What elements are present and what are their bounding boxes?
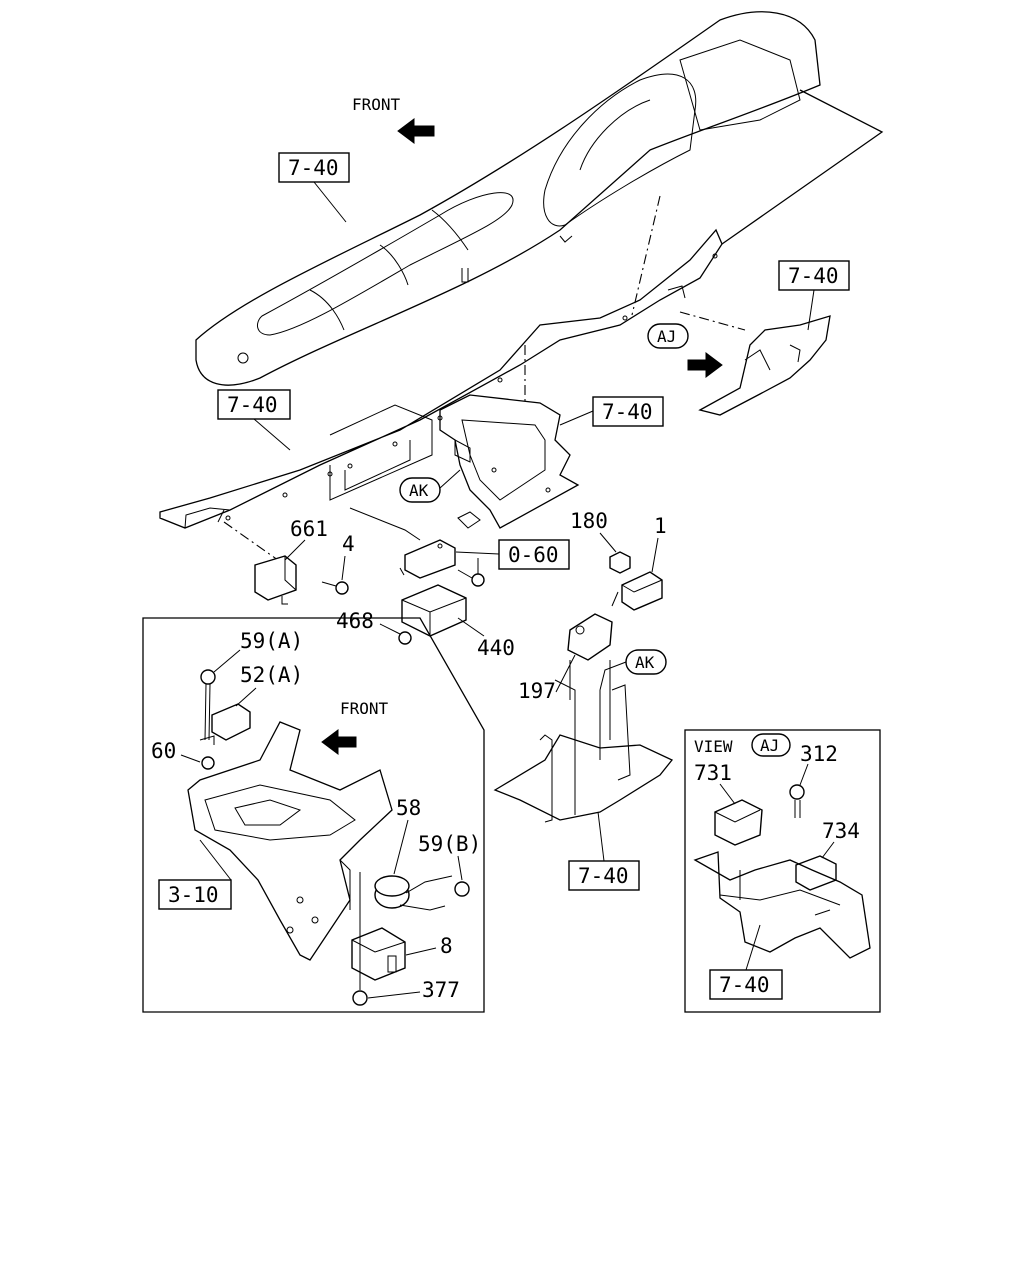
circle-ref-ak-right: AK — [625, 649, 667, 675]
part-197: 197 — [518, 679, 556, 703]
front-label-inset: FRONT — [340, 699, 389, 718]
front-label: FRONT — [352, 95, 401, 114]
part-440: 440 — [477, 636, 515, 660]
leader-line — [439, 469, 461, 489]
leader-line — [559, 410, 594, 426]
part-312: 312 — [800, 742, 838, 766]
svg-text:AK: AK — [635, 653, 655, 672]
circle-ref-aj-view: AJ — [751, 733, 791, 757]
view-label: VIEW — [694, 737, 733, 756]
sensor-1 — [611, 571, 663, 611]
ref-box-7-40-beam-left: 7-40 — [217, 389, 291, 420]
leader-line — [599, 661, 627, 691]
ref-box-3-10: 3-10 — [158, 879, 232, 910]
svg-text:7-40: 7-40 — [602, 400, 653, 424]
part-731: 731 — [694, 761, 732, 785]
part-661: 661 — [290, 517, 328, 541]
leader-line — [313, 181, 347, 223]
inset-view-aj: VIEW — [684, 729, 881, 1013]
cross-beam — [159, 228, 723, 529]
panel-outline-line — [721, 89, 884, 245]
leader-line — [807, 289, 815, 331]
part-468: 468 — [336, 609, 374, 633]
svg-text:7-40: 7-40 — [578, 864, 629, 888]
screw-4 — [321, 581, 349, 595]
part-1: 1 — [654, 514, 667, 538]
ref-box-7-40-bracket-right: 7-40 — [778, 260, 850, 291]
module-440 — [401, 584, 467, 637]
circle-ref-ak-left: AK — [399, 477, 441, 503]
part-377: 377 — [422, 978, 460, 1002]
leader-line — [199, 839, 232, 881]
ref-box-7-40-top: 7-40 — [278, 152, 350, 183]
svg-text:3-10: 3-10 — [168, 883, 219, 907]
svg-text:7-40: 7-40 — [788, 264, 839, 288]
svg-text:0-60: 0-60 — [508, 543, 559, 567]
ak-leader — [349, 507, 421, 541]
side-bracket-right — [698, 315, 831, 416]
part-52a: 52(A) — [240, 663, 303, 687]
part-60: 60 — [151, 739, 176, 763]
front-arrow-main: FRONT — [352, 95, 435, 144]
svg-text:7-40: 7-40 — [719, 973, 770, 997]
bracket-0-60 — [399, 539, 485, 587]
part-numbers: 661 4 180 1 468 440 197 59(A) 52(A) 60 5… — [151, 509, 860, 1002]
instrument-panel — [195, 11, 821, 386]
svg-text:AJ: AJ — [657, 327, 676, 346]
center-bracket — [439, 394, 580, 529]
nut-468 — [398, 631, 412, 645]
part-8: 8 — [440, 934, 453, 958]
sensor-197 — [567, 613, 613, 661]
floor-bracket — [493, 660, 674, 823]
svg-text:AK: AK — [409, 481, 429, 500]
ref-box-0-60: 0-60 — [498, 539, 570, 570]
inset-left: FRONT — [142, 617, 485, 1013]
ref-box-7-40-floor: 7-40 — [568, 860, 640, 891]
leader-line — [745, 924, 761, 971]
part-58: 58 — [396, 796, 421, 820]
leader-line — [253, 418, 291, 451]
part-180: 180 — [570, 509, 608, 533]
svg-text:AJ: AJ — [760, 736, 779, 755]
nut-180 — [609, 551, 631, 574]
leader-line — [597, 811, 605, 862]
control-module-661 — [254, 555, 297, 605]
svg-text:7-40: 7-40 — [288, 156, 339, 180]
leader-dashed — [631, 195, 661, 316]
ref-box-7-40-view: 7-40 — [709, 969, 783, 1000]
part-734: 734 — [822, 819, 860, 843]
leader-dashed — [679, 311, 746, 331]
circle-ref-aj-top: AJ — [647, 323, 723, 378]
part-59b: 59(B) — [418, 832, 481, 856]
svg-text:7-40: 7-40 — [227, 393, 278, 417]
part-59a: 59(A) — [240, 629, 303, 653]
leader-dashed — [223, 521, 286, 566]
part-4: 4 — [342, 532, 355, 556]
leader-line — [455, 551, 500, 574]
ref-box-7-40-center: 7-40 — [592, 396, 664, 427]
